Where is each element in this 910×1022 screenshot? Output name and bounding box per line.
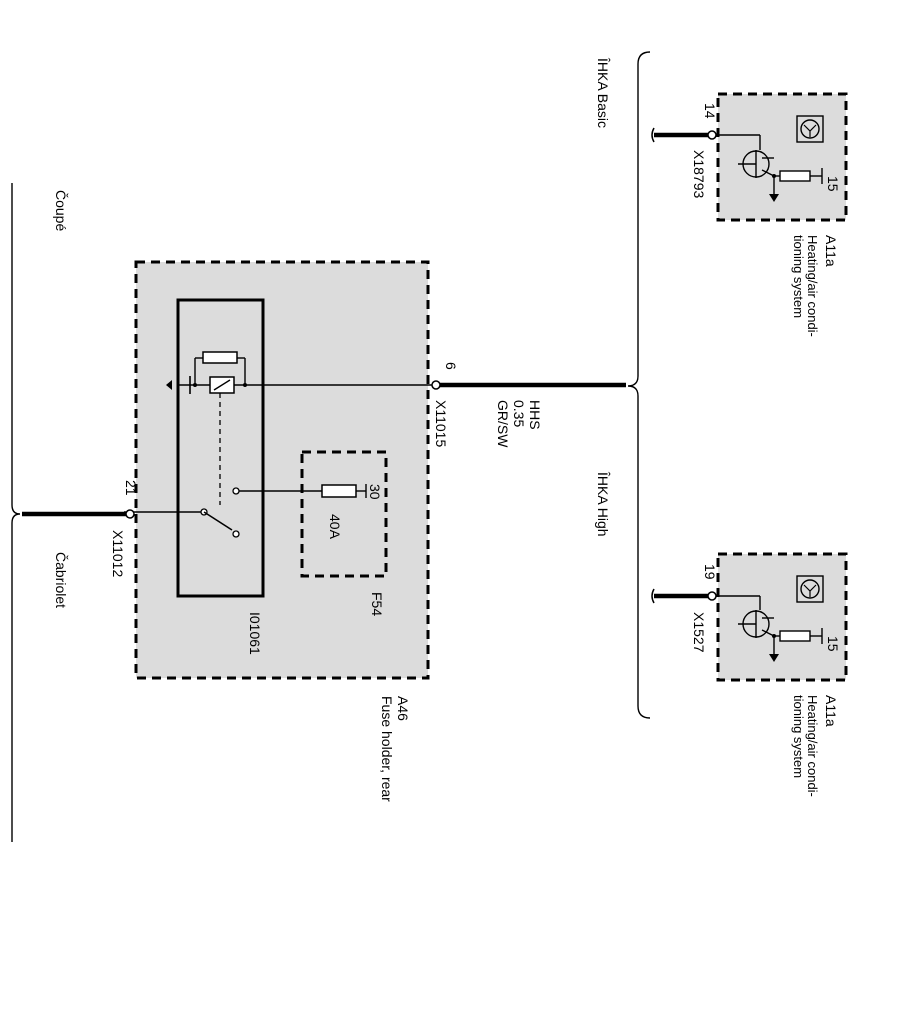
hvac-basic-box [716,92,848,222]
variant-label-cabriolet: Čabriolet [53,552,69,608]
wire-signal: HHS [527,400,543,430]
connector-x1527-id: X1527 [691,612,707,653]
relay-box [176,298,265,598]
connector-x1527 [651,588,717,604]
variant-label-coupe: Čoupé [53,190,69,231]
connector-x11012-id: X11012 [110,530,126,577]
hvac-high-box [716,552,848,682]
wire-color: GR/SW [495,400,511,448]
hvac-high-pin: 15 [825,636,841,652]
relay-switch-icon [124,487,322,538]
connector-x11015-pin: 6 [443,362,459,370]
hvac-basic-ref: A11a [823,235,839,267]
connector-x18793-pin: 14 [702,103,718,119]
hvac-basic-transistor-icon [716,134,823,202]
hvac-basic-unit-icon [796,115,824,143]
hvac-high-name-line2: tioning system [791,695,806,778]
hvac-high-unit-icon [796,575,824,603]
variant-brace-left [11,183,21,842]
connector-x18793 [651,127,717,143]
connector-x18793-id: X18793 [691,150,707,198]
variant-label-ihka-basic: ÎHKA Basic [595,57,611,128]
hvac-basic-name-line1: Heating/air condi- [805,235,820,337]
variant-brace-right [627,51,651,719]
fuse-pin: 30 [367,484,383,500]
connector-x1527-pin: 19 [702,564,718,580]
fuse-icon [321,484,367,498]
hvac-basic-name-line2: tioning system [791,235,806,318]
fuse-holder-box [134,260,430,680]
relay-coil-icon [166,351,432,505]
fuse-holder-name: Fuse holder, rear [379,696,395,802]
relay-ref: I01061 [247,612,263,655]
connector-x11015-id: X11015 [433,400,449,447]
hvac-high-ref: A11a [823,695,839,727]
fuse-holder-ref: A46 [395,696,411,721]
hvac-high-transistor-icon [716,595,823,662]
fuse-ref: F54 [369,592,385,616]
variant-label-ihka-high: ÎHKA High [595,471,611,537]
connector-x11012 [22,509,135,519]
hvac-basic-pin: 15 [825,176,841,192]
hvac-high-name-line1: Heating/air condi- [805,695,820,797]
connector-x11012-pin: 21 [123,480,139,496]
fuse-rating: 40A [327,514,343,540]
connector-x11015 [431,380,626,390]
wire-gauge: 0.35 [511,400,527,427]
fuse-box [300,450,388,578]
